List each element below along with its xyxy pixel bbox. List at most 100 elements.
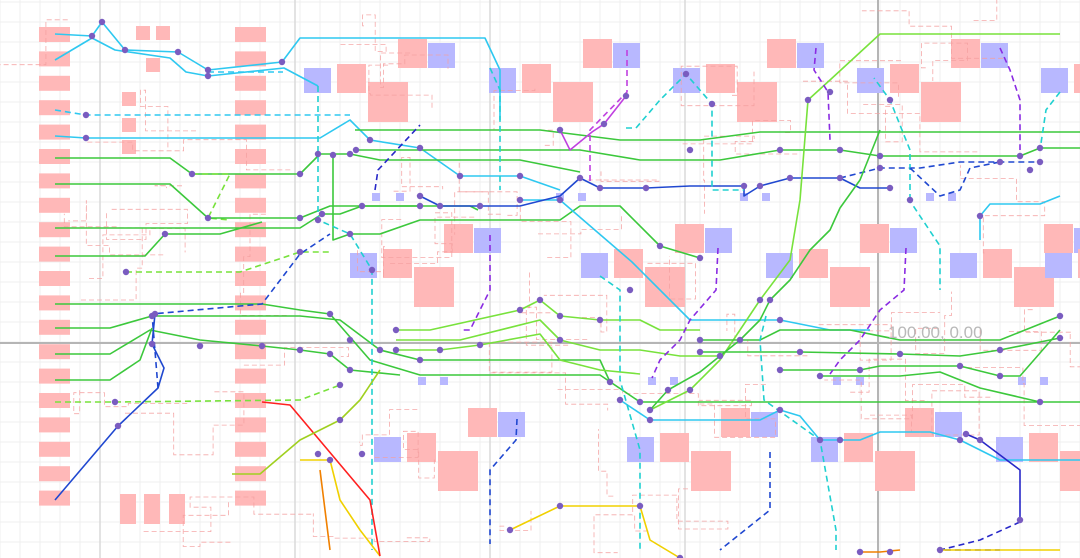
junction-point [776,146,784,154]
trace [332,155,701,259]
trace [55,183,420,219]
via-pad [1040,377,1048,385]
pad [39,441,70,457]
junction-point [896,350,904,358]
junction-point [826,88,834,96]
trace [651,247,719,379]
ratsnest-line [339,14,387,52]
junction-point [358,202,366,210]
junction-point [956,362,964,370]
junction-point [816,372,824,380]
pad [468,408,497,437]
trace [319,469,331,551]
trace [55,384,341,403]
junction-point [636,502,644,510]
junction-point [996,158,1004,166]
junction-point [776,406,784,414]
ratsnest-line [89,228,186,279]
junction-point [296,214,304,222]
pad [951,39,980,68]
junction-point [646,406,654,414]
junction-point [686,146,694,154]
junction-point [204,214,212,222]
ratsnest-line [393,157,444,192]
pad [39,295,70,311]
pad [337,64,366,93]
ratsnest-line [68,200,164,256]
via-pad [428,43,455,68]
junction-point [996,346,1004,354]
trace [759,315,837,550]
junction-point [626,286,634,294]
ratsnest-line [182,501,231,547]
via-pad [396,193,404,201]
trace [460,235,491,331]
trace [813,47,831,141]
junction-point [296,248,304,256]
via-pad [1041,68,1068,93]
pad [39,417,70,433]
via-pad [890,228,917,253]
junction-point [114,422,122,430]
ratsnest-line [140,89,196,148]
trace [232,369,381,475]
junction-point [314,150,322,158]
junction-point [856,548,864,556]
junction-point [600,120,608,128]
junction-point [886,96,894,104]
junction-point [392,346,400,354]
junction-point [1026,166,1034,174]
junction-point [816,436,824,444]
pad [122,140,136,154]
via-pad [762,193,770,201]
junction-point [416,144,424,152]
trace [55,327,153,381]
junction-point [416,202,424,210]
trace [54,37,319,87]
pad [235,344,266,360]
trace [355,129,1080,141]
junction-point [346,336,354,344]
pad [407,433,436,462]
junction-point [556,312,564,320]
pad [553,82,593,122]
pad [39,149,70,164]
via-pad [935,412,962,437]
pad [235,319,266,335]
via-pad [926,193,934,201]
junction-point [596,184,604,192]
junction-point [148,340,156,348]
junction-point [174,48,182,56]
ratsnest-line [959,367,1080,426]
ratsnest-line [63,213,143,301]
junction-point [962,430,970,438]
junction-point [556,126,564,134]
ratsnest-line [839,60,901,97]
pad [235,173,266,189]
ratsnest-line [593,514,649,554]
junction-point [686,386,694,394]
junction-point [536,296,544,304]
pad [235,100,266,116]
junction-point [876,152,884,160]
pad [136,26,150,40]
trace [559,95,627,151]
pad [122,118,136,132]
junction-point [111,398,119,406]
junction-point [352,146,360,154]
junction-point [296,346,304,354]
junction-point [756,296,764,304]
junction-point [82,111,90,119]
ratsnest-line [106,208,188,240]
pad [122,92,136,106]
pad [39,173,70,189]
junction-point [476,202,484,210]
trace [192,173,231,221]
pad [691,451,731,491]
ratsnest-line [0,19,68,66]
junction-point [392,326,400,334]
pad [860,224,889,253]
junction-point [296,170,304,178]
